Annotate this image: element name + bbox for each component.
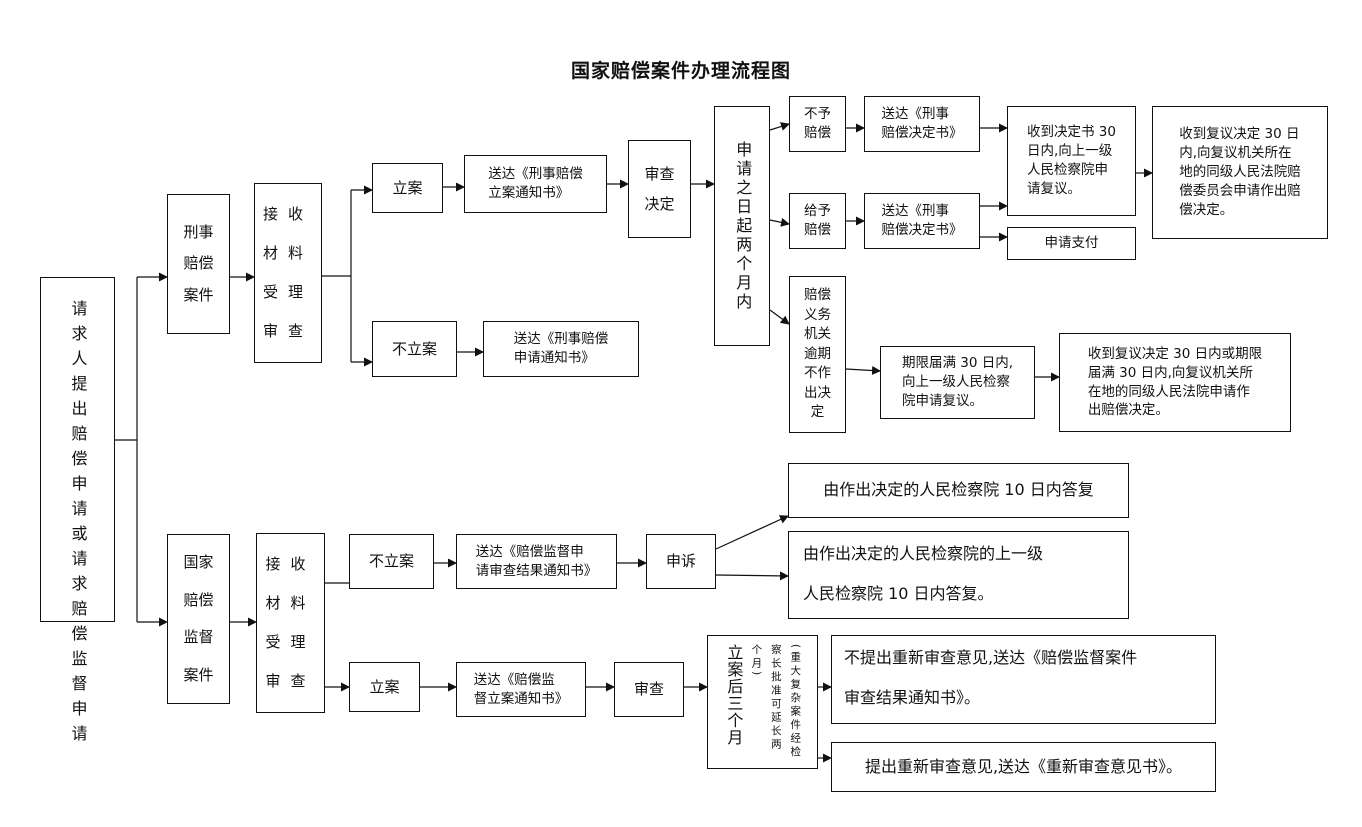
reply-10-node: 由作出决定的人民检察院 10 日内答复 — [788, 463, 1129, 518]
no-compensation-node: 不予 赔偿 — [789, 96, 846, 152]
review-node-2: 审查 — [614, 662, 684, 717]
apply-payment-node: 申请支付 — [1007, 227, 1136, 260]
receive-review-node-1: 接收 材料 受理 审查 — [254, 183, 322, 363]
arrow-to-give-compensation — [769, 217, 790, 227]
connector-start-split — [115, 277, 138, 622]
file-case-label-1: 立案 — [392, 178, 423, 197]
review-label-2: 审查 — [633, 680, 664, 698]
appeal-label: 申诉 — [665, 552, 696, 570]
no-re-review-label: 不提出重新审查意见,送达《赔偿监督案件 审查结果通知书》。 — [844, 648, 1138, 707]
criminal-case-node: 刑事 赔偿 案件 — [167, 194, 230, 334]
notice-decision-label-2: 送达《刑事 赔偿决定书》 — [881, 203, 963, 238]
court-30-label: 收到复议决定 30 日 内,向复议机关所在 地的同级人民法院赔 偿委员会申请作出… — [1179, 126, 1301, 218]
notice-file-label-1: 送达《刑事赔偿 立案通知书》 — [488, 166, 583, 201]
file-case-label-2: 立案 — [369, 677, 400, 696]
notice-file-node-2: 送达《赔偿监 督立案通知书》 — [456, 662, 586, 717]
arrow-overdue-to-reconsider — [845, 366, 881, 376]
court-30-node: 收到复议决定 30 日 内,向复议机关所在 地的同级人民法院赔 偿委员会申请作出… — [1152, 106, 1328, 239]
overdue-reconsider-label: 期限届满 30 日内, 向上一级人民检察 院申请复议。 — [901, 355, 1014, 409]
notice-decision-label-1: 送达《刑事 赔偿决定书》 — [881, 106, 963, 141]
give-compensation-label: 给予 赔偿 — [804, 203, 831, 238]
reply-upper-10-node: 由作出决定的人民检察院的上一级 人民检察院 10 日内答复。 — [788, 531, 1129, 619]
review-decide-label: 审查 决定 — [644, 165, 675, 213]
notice-no-file-node-1: 送达《刑事赔偿 申请通知书》 — [483, 321, 639, 377]
no-re-review-node: 不提出重新审查意见,送达《赔偿监督案件 审查结果通知书》。 — [831, 635, 1216, 724]
notice-file-label-2: 送达《赔偿监 督立案通知书》 — [473, 671, 569, 707]
appeal-node: 申诉 — [646, 534, 716, 589]
no-file-case-label-2: 不立案 — [368, 552, 414, 570]
three-months-label: 立案后三个月 — [724, 644, 744, 746]
reconsider-30-node: 收到决定书 30 日内,向上一级 人民检察院申 请复议。 — [1007, 106, 1136, 216]
start-node-label: 请求人提出赔偿申请或请求赔偿监督申请 — [68, 299, 88, 750]
no-file-case-label-1: 不立案 — [391, 339, 437, 358]
criminal-case-label: 刑事 赔偿 案件 — [183, 222, 214, 304]
notice-decision-node-2: 送达《刑事 赔偿决定书》 — [864, 193, 980, 249]
reconsider-30-label: 收到决定书 30 日内,向上一级 人民检察院申 请复议。 — [1027, 124, 1116, 197]
re-review-label: 提出重新审查意见,送达《重新审查意见书》。 — [864, 756, 1183, 776]
arrow-appeal-to-upper-reply — [715, 571, 789, 581]
receive-review-label-2: 接收 材料 受理 审查 — [265, 555, 316, 690]
give-compensation-node: 给予 赔偿 — [789, 193, 846, 249]
no-compensation-label: 不予 赔偿 — [804, 106, 831, 141]
supervision-case-node: 国家 赔偿 监督 案件 — [167, 534, 230, 704]
start-node: 请求人提出赔偿申请或请求赔偿监督申请 — [40, 277, 115, 750]
reply-10-label: 由作出决定的人民检察院 10 日内答复 — [823, 480, 1094, 500]
file-case-node-2: 立案 — [349, 662, 420, 712]
notice-no-file-label-2: 送达《赔偿监督申 请审查结果通知书》 — [475, 543, 598, 579]
reply-upper-10-label: 由作出决定的人民检察院的上一级 人民检察院 10 日内答复。 — [803, 544, 1044, 603]
notice-file-node-1: 送达《刑事赔偿 立案通知书》 — [464, 155, 607, 213]
review-decide-node: 审查 决定 — [628, 140, 691, 238]
notice-no-file-node-2: 送达《赔偿监督申 请审查结果通知书》 — [456, 534, 617, 589]
connector-review-split-1 — [322, 190, 352, 362]
apply-payment-label: 申请支付 — [1044, 235, 1099, 252]
notice-no-file-label-1: 送达《刑事赔偿 申请通知书》 — [513, 331, 609, 366]
no-file-case-node-2: 不立案 — [349, 534, 434, 589]
receive-review-label-1: 接收 材料 受理 审查 — [262, 205, 313, 340]
re-review-node: 提出重新审查意见,送达《重新审查意见书》。 — [831, 742, 1216, 792]
overdue-label: 赔偿 义务 机关 逾期 不作 出决 定 — [804, 287, 831, 421]
arrow-to-overdue — [769, 309, 790, 325]
no-file-case-node-1: 不立案 — [372, 321, 457, 377]
receive-review-node-2: 接收 材料 受理 审查 — [256, 533, 325, 713]
within-two-months-node: 申请之日起两个月内 — [714, 106, 770, 346]
arrow-to-no-compensation — [769, 122, 790, 131]
supervision-case-label: 国家 赔偿 监督 案件 — [183, 553, 214, 684]
chart-title: 国家赔偿案件办理流程图 — [570, 60, 791, 82]
three-months-node: 立案后三个月 (重大复杂案件经检察长批准可延长两个月) — [707, 635, 818, 769]
extend-note-label: (重大复杂案件经检察长批准可延长两个月) — [750, 644, 802, 760]
notice-decision-node-1: 送达《刑事 赔偿决定书》 — [864, 96, 980, 152]
overdue-court-label: 收到复议决定 30 日内或期限 届满 30 日内,向复议机关所 在地的同级人民法… — [1087, 345, 1263, 419]
overdue-court-node: 收到复议决定 30 日内或期限 届满 30 日内,向复议机关所 在地的同级人民法… — [1059, 333, 1291, 432]
overdue-reconsider-node: 期限届满 30 日内, 向上一级人民检察 院申请复议。 — [880, 346, 1035, 419]
arrow-appeal-to-reply — [715, 515, 789, 550]
file-case-node-1: 立案 — [372, 163, 443, 213]
overdue-node: 赔偿 义务 机关 逾期 不作 出决 定 — [789, 276, 846, 433]
within-two-months-label: 申请之日起两个月内 — [733, 140, 753, 312]
